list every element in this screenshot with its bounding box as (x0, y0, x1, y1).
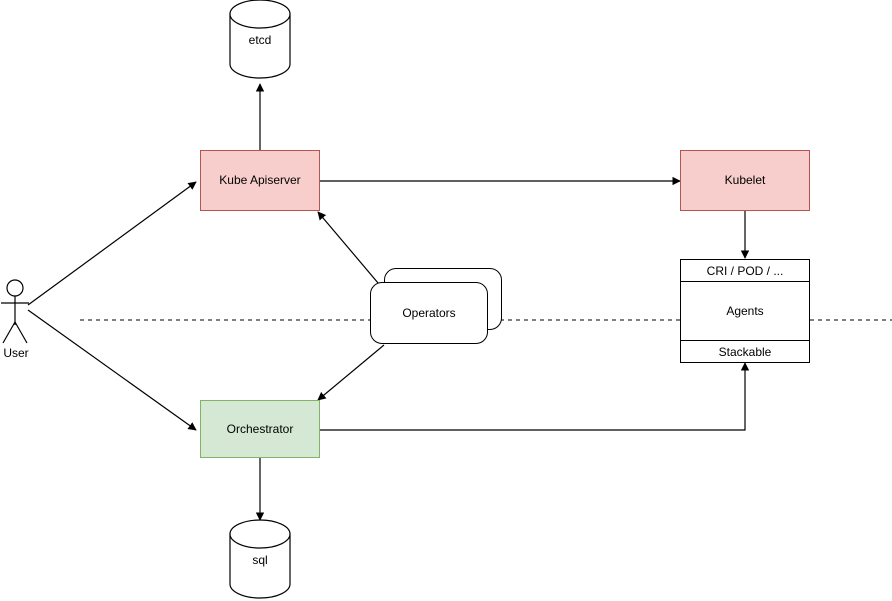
edge-orchestrator-to-agents (320, 362, 750, 431)
user-actor-figure (1, 279, 29, 344)
node-kube-apiserver[interactable]: Kube Apiserver (200, 150, 320, 211)
sql-label: sql (252, 553, 268, 567)
kubelet-label: Kubelet (724, 173, 766, 188)
sql-cylinder-shape (229, 519, 291, 599)
agents-body-label: Agents (726, 304, 764, 318)
etcd-label: etcd (248, 33, 272, 47)
operators-label: Operators (402, 306, 456, 320)
user-label: User (3, 346, 29, 360)
etcd-cylinder-shape (229, 0, 291, 79)
orchestrator-label: Orchestrator (226, 421, 294, 436)
agents-footer-stackable: Stackable (681, 340, 809, 362)
edge-user-to-kube-apiserver (27, 181, 197, 306)
node-kubelet[interactable]: Kubelet (680, 150, 810, 211)
node-agents[interactable]: CRI / POD / ... Agents Stackable (680, 259, 810, 363)
agents-header-label: CRI / POD / ... (706, 263, 784, 278)
edge-user-to-orchestrator (27, 309, 197, 431)
edge-operators-to-kube-apiserver (317, 211, 385, 291)
node-operators[interactable]: Operators (370, 282, 488, 344)
agents-body: Agents (681, 282, 809, 340)
kube-apiserver-label: Kube Apiserver (219, 173, 301, 188)
agents-header-cri-pod: CRI / POD / ... (681, 260, 809, 282)
node-orchestrator[interactable]: Orchestrator (200, 400, 320, 458)
agents-footer-label: Stackable (718, 344, 772, 359)
edge-operators-to-orchestrator (317, 344, 385, 401)
